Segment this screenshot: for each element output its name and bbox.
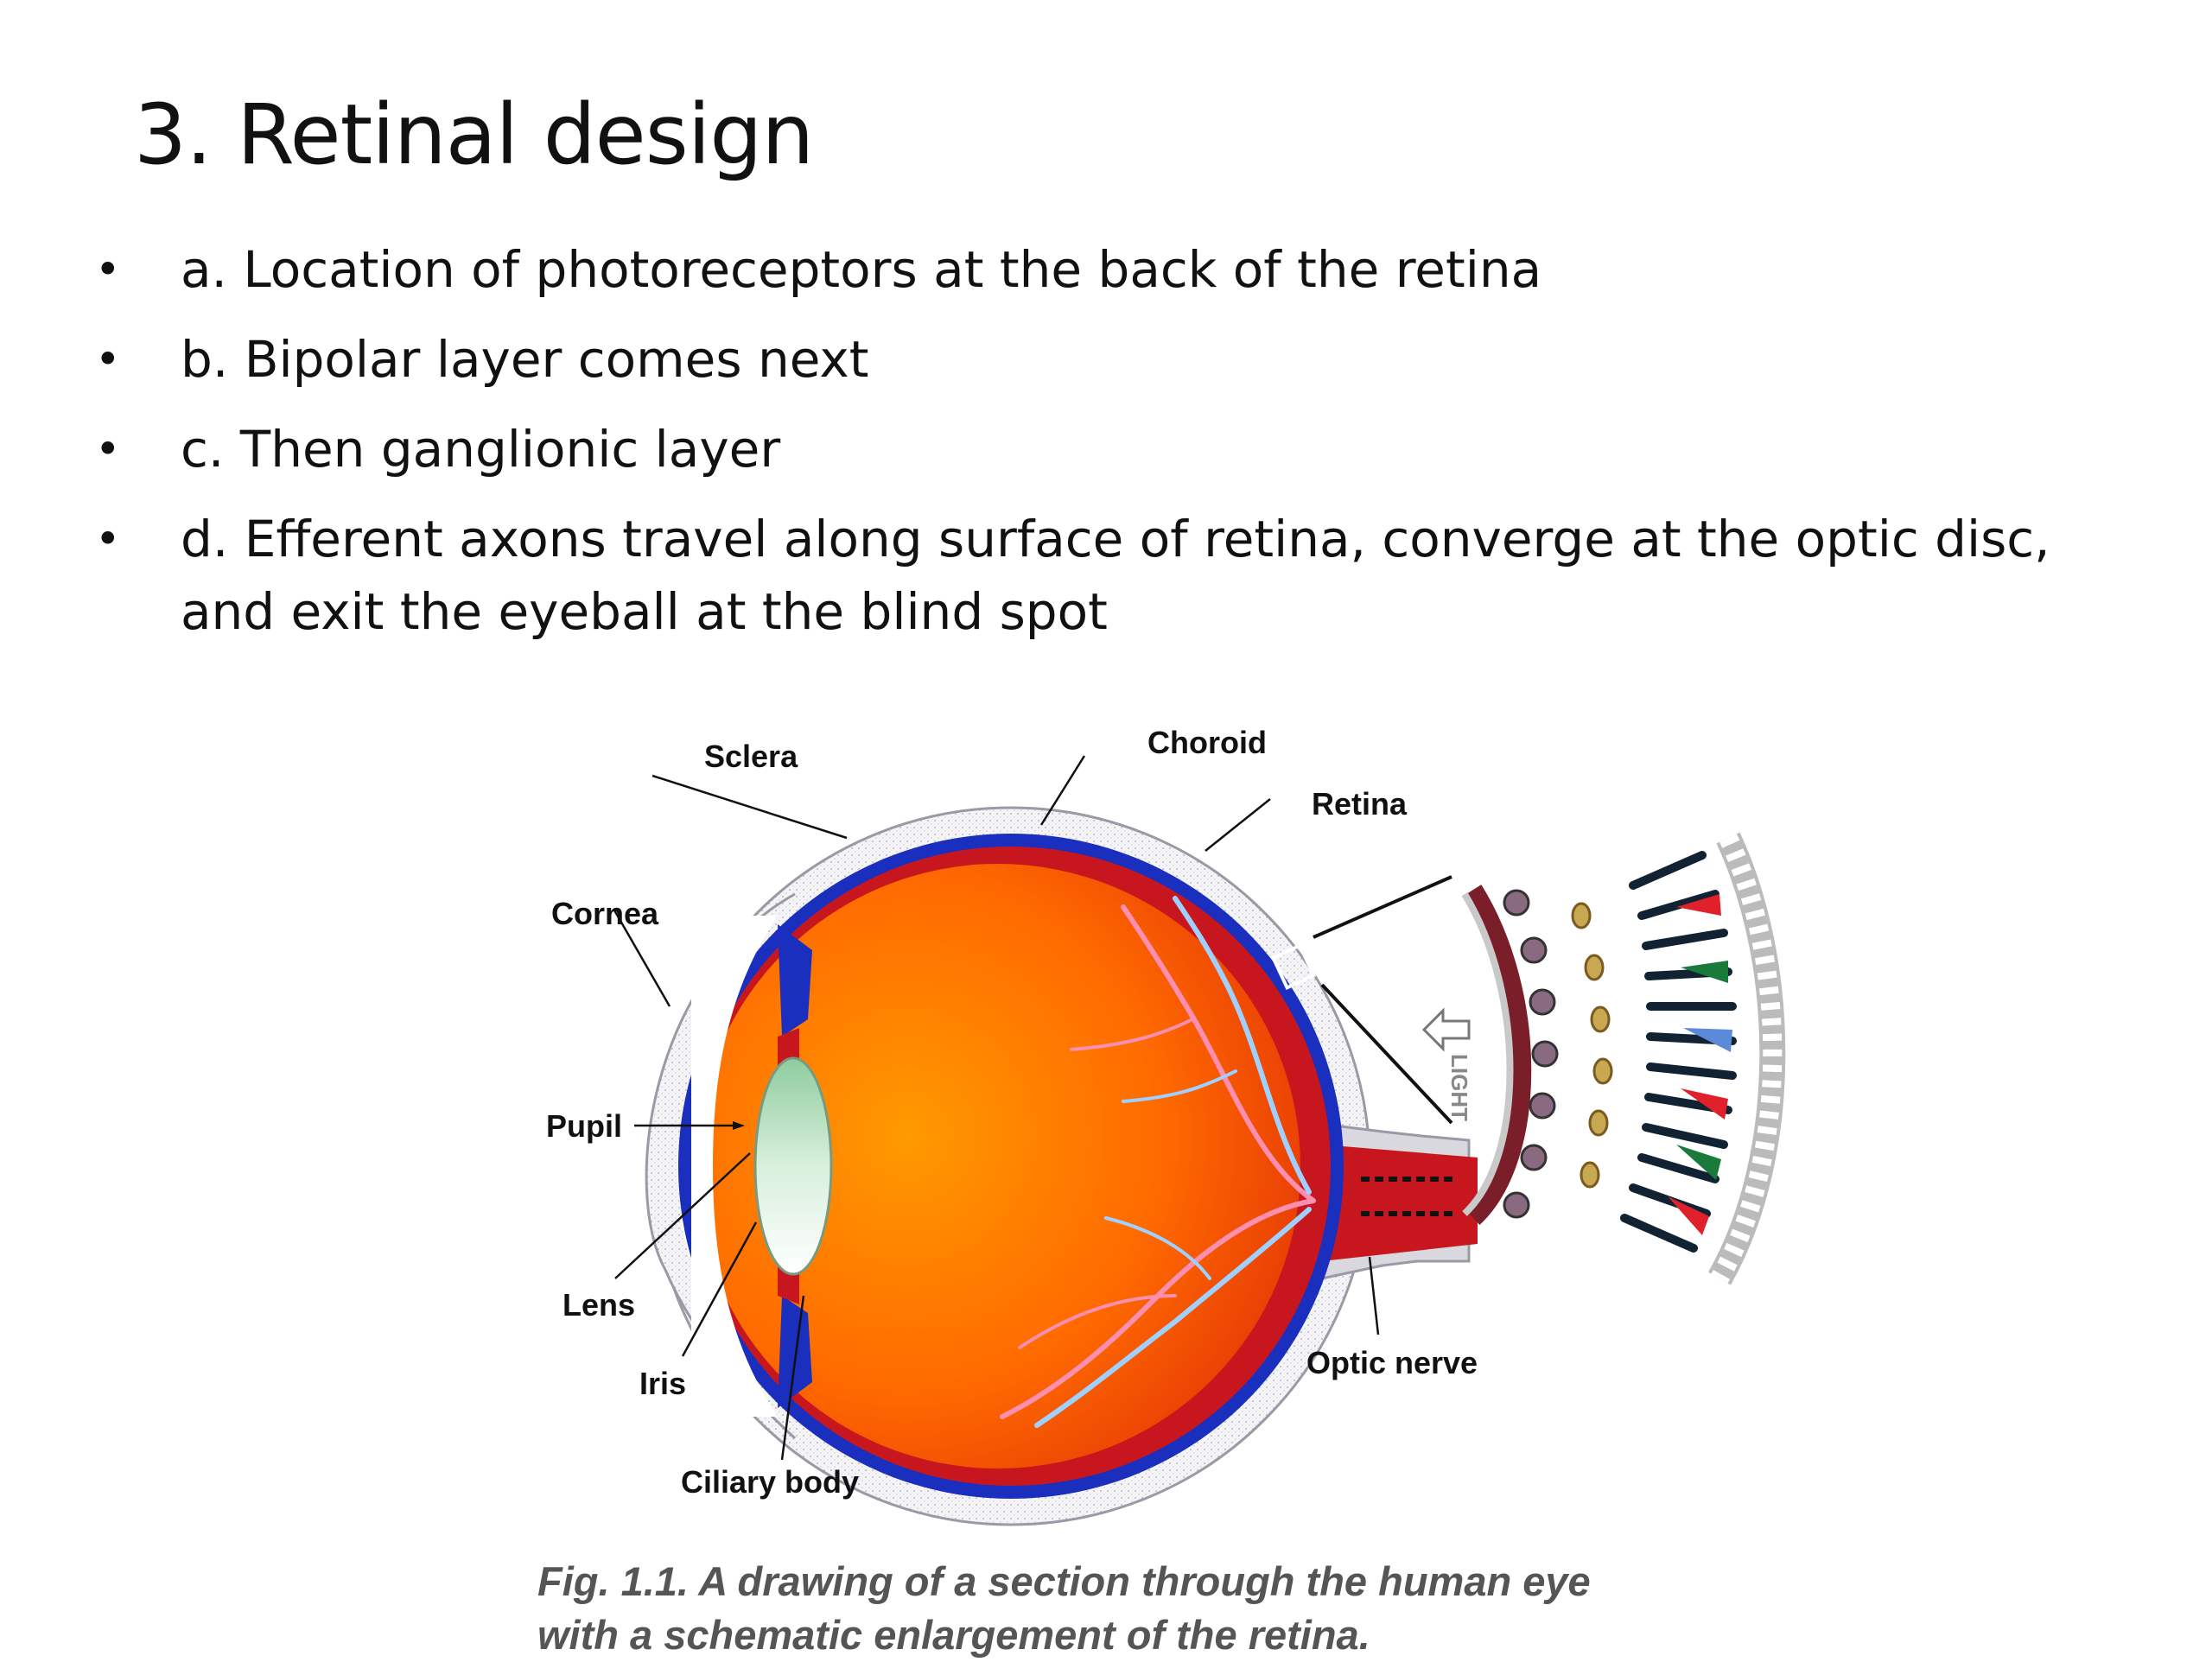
- optic-nerve-label: Optic nerve: [1306, 1345, 1478, 1380]
- bullet-dot-icon: •: [95, 424, 121, 474]
- bullet-text: d. Efferent axons travel along surface o…: [181, 510, 2050, 641]
- bullet-item: • c. Then ganglionic layer: [91, 413, 2147, 485]
- retina-label: Retina: [1312, 786, 1408, 821]
- pupil-label: Pupil: [546, 1108, 622, 1144]
- slide-title: 3. Retinal design: [134, 86, 814, 183]
- eye-interior: [696, 864, 1300, 1469]
- enlargement-marker: [1270, 942, 1317, 991]
- bullet-text: b. Bipolar layer comes next: [181, 330, 869, 389]
- retina-enlargement: [1421, 832, 1786, 1285]
- ciliary-body-label: Ciliary body: [681, 1464, 859, 1500]
- light-arrow-icon: [1421, 1007, 1471, 1052]
- eye-figure: LIGHT Sclera Choroid Retina Cornea Pupil…: [518, 708, 2005, 1659]
- lens-shape: [753, 1056, 833, 1276]
- bullet-list: • a. Location of photoreceptors at the ba…: [91, 233, 2147, 665]
- bullet-item: • b. Bipolar layer comes next: [91, 323, 2147, 396]
- figure-caption: Fig. 1.1. A drawing of a section through…: [537, 1555, 1920, 1662]
- bullet-dot-icon: •: [95, 244, 121, 295]
- lens-label: Lens: [563, 1287, 635, 1323]
- bullet-dot-icon: •: [95, 334, 121, 384]
- bullet-text: a. Location of photoreceptors at the bac…: [181, 240, 1542, 299]
- caption-line: with a schematic enlargement of the reti…: [537, 1612, 1370, 1658]
- choroid-label: Choroid: [1147, 725, 1267, 760]
- cornea-label: Cornea: [551, 896, 659, 931]
- sclera-label: Sclera: [704, 739, 798, 774]
- iris-shape: [778, 924, 812, 1037]
- optic-nerve-shape: [1312, 1121, 1478, 1280]
- bullet-item: • d. Efferent axons travel along surface …: [91, 503, 2147, 648]
- iris-label: Iris: [639, 1366, 686, 1401]
- caption-line: Fig. 1.1. A drawing of a section through…: [537, 1558, 1591, 1604]
- bullet-text: c. Then ganglionic layer: [181, 420, 781, 479]
- eye-diagram: LIGHT Sclera Choroid Retina Cornea Pupil…: [546, 725, 1786, 1526]
- blood-vessels: [1000, 896, 1316, 1428]
- bullet-dot-icon: •: [95, 514, 121, 564]
- light-label: LIGHT: [1446, 1054, 1472, 1121]
- bullet-item: • a. Location of photoreceptors at the ba…: [91, 233, 2147, 306]
